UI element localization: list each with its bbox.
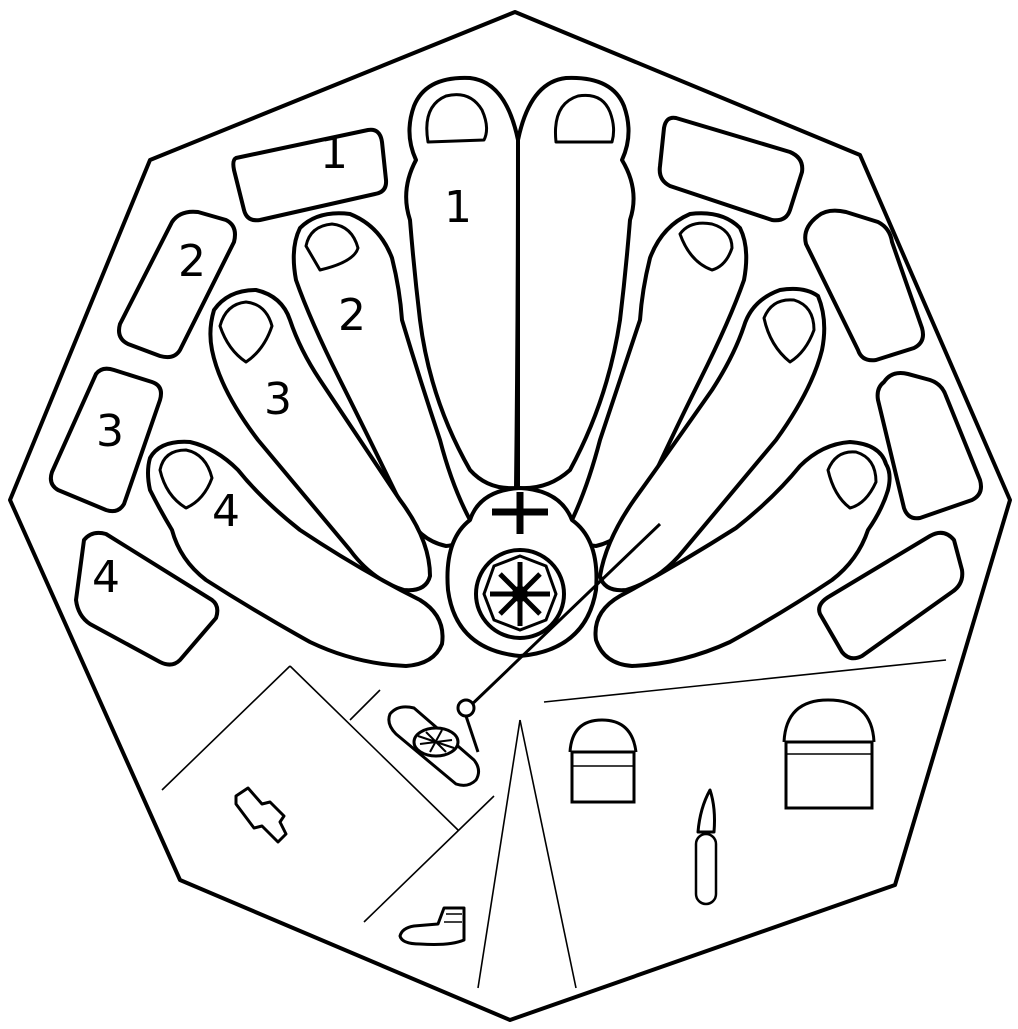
spiral-emblem-icon bbox=[476, 550, 564, 638]
finger-3-left-label: 3 bbox=[264, 374, 292, 425]
finger-4-left-label: 4 bbox=[212, 486, 240, 537]
pad-2-left-label: 2 bbox=[178, 236, 206, 287]
pad-4-left-label: 4 bbox=[92, 552, 120, 603]
pad-3-left-label: 3 bbox=[96, 406, 124, 457]
finger-2-left-label: 2 bbox=[338, 290, 366, 341]
finger-1-left-label: 1 bbox=[444, 182, 472, 233]
pad-1-left-label: 1 bbox=[320, 128, 348, 179]
